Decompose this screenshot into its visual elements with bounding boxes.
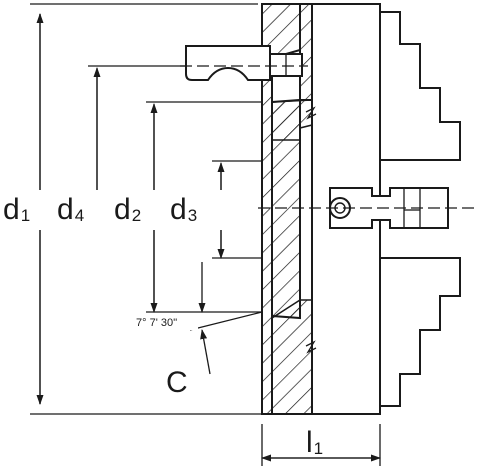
chuck-body	[261, 3, 381, 415]
label-d4: d4	[57, 193, 84, 226]
label-d3: d3	[170, 193, 197, 226]
mounting-bolt	[185, 45, 303, 81]
label-c: C	[166, 366, 188, 399]
dimension-l1	[261, 424, 381, 466]
label-d2: d2	[114, 193, 141, 226]
center-lines	[180, 65, 475, 209]
taper-line	[189, 311, 263, 331]
label-angle: 7° 7' 30''	[136, 317, 177, 329]
chuck-jaw-top	[379, 11, 461, 161]
dimension-c	[198, 262, 211, 375]
label-l1: l1	[306, 426, 323, 459]
label-d1: d1	[3, 193, 30, 226]
chuck-jaw-bottom	[379, 257, 461, 407]
